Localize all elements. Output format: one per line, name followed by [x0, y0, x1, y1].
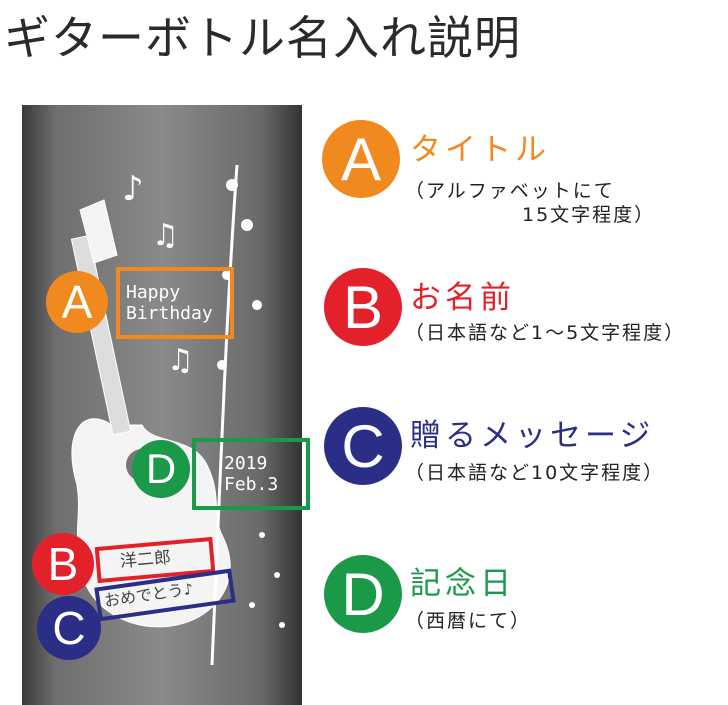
- badge-c-bottle: C: [37, 596, 101, 660]
- message-text: おめでとう♪: [102, 579, 195, 611]
- badge-b-bottle: B: [32, 533, 94, 595]
- badge-a-bottle: A: [46, 271, 108, 333]
- badge-a: A: [322, 120, 400, 198]
- legend-a-label: タイトル: [410, 132, 550, 168]
- svg-text:♫: ♫: [152, 218, 179, 253]
- badge-d: D: [324, 555, 402, 633]
- svg-text:♪: ♪: [122, 169, 144, 209]
- legend-a-note1: （アルファベットにて: [405, 180, 615, 202]
- legend-b-note1: （日本語など1～5文字程度）: [405, 322, 686, 344]
- page-title: ギターボトル名入れ説明: [4, 11, 521, 65]
- badge-b: B: [324, 268, 402, 346]
- legend-b-label: お名前: [410, 280, 515, 316]
- title-text-line2: Birthday: [126, 302, 213, 324]
- title-text-line1: Happy: [126, 282, 181, 303]
- legend-d-note1: （西暦にて）: [405, 610, 532, 632]
- title-area-box: Happy Birthday: [116, 267, 234, 339]
- badge-d-bottle: D: [132, 440, 190, 498]
- svg-text:♫: ♫: [167, 343, 194, 378]
- date-area-box: 2019 Feb.3: [192, 438, 310, 510]
- date-line1: 2019: [224, 453, 268, 474]
- badge-c: C: [324, 407, 402, 485]
- date-line2: Feb.3: [224, 473, 279, 495]
- legend-a-note2: 15文字程度）: [522, 204, 656, 226]
- name-text: 洋二郎: [119, 547, 172, 573]
- legend-c-label: 贈るメッセージ: [410, 418, 655, 454]
- legend-c-note1: （日本語など10文字程度）: [405, 462, 665, 484]
- legend-d-label: 記念日: [410, 566, 515, 602]
